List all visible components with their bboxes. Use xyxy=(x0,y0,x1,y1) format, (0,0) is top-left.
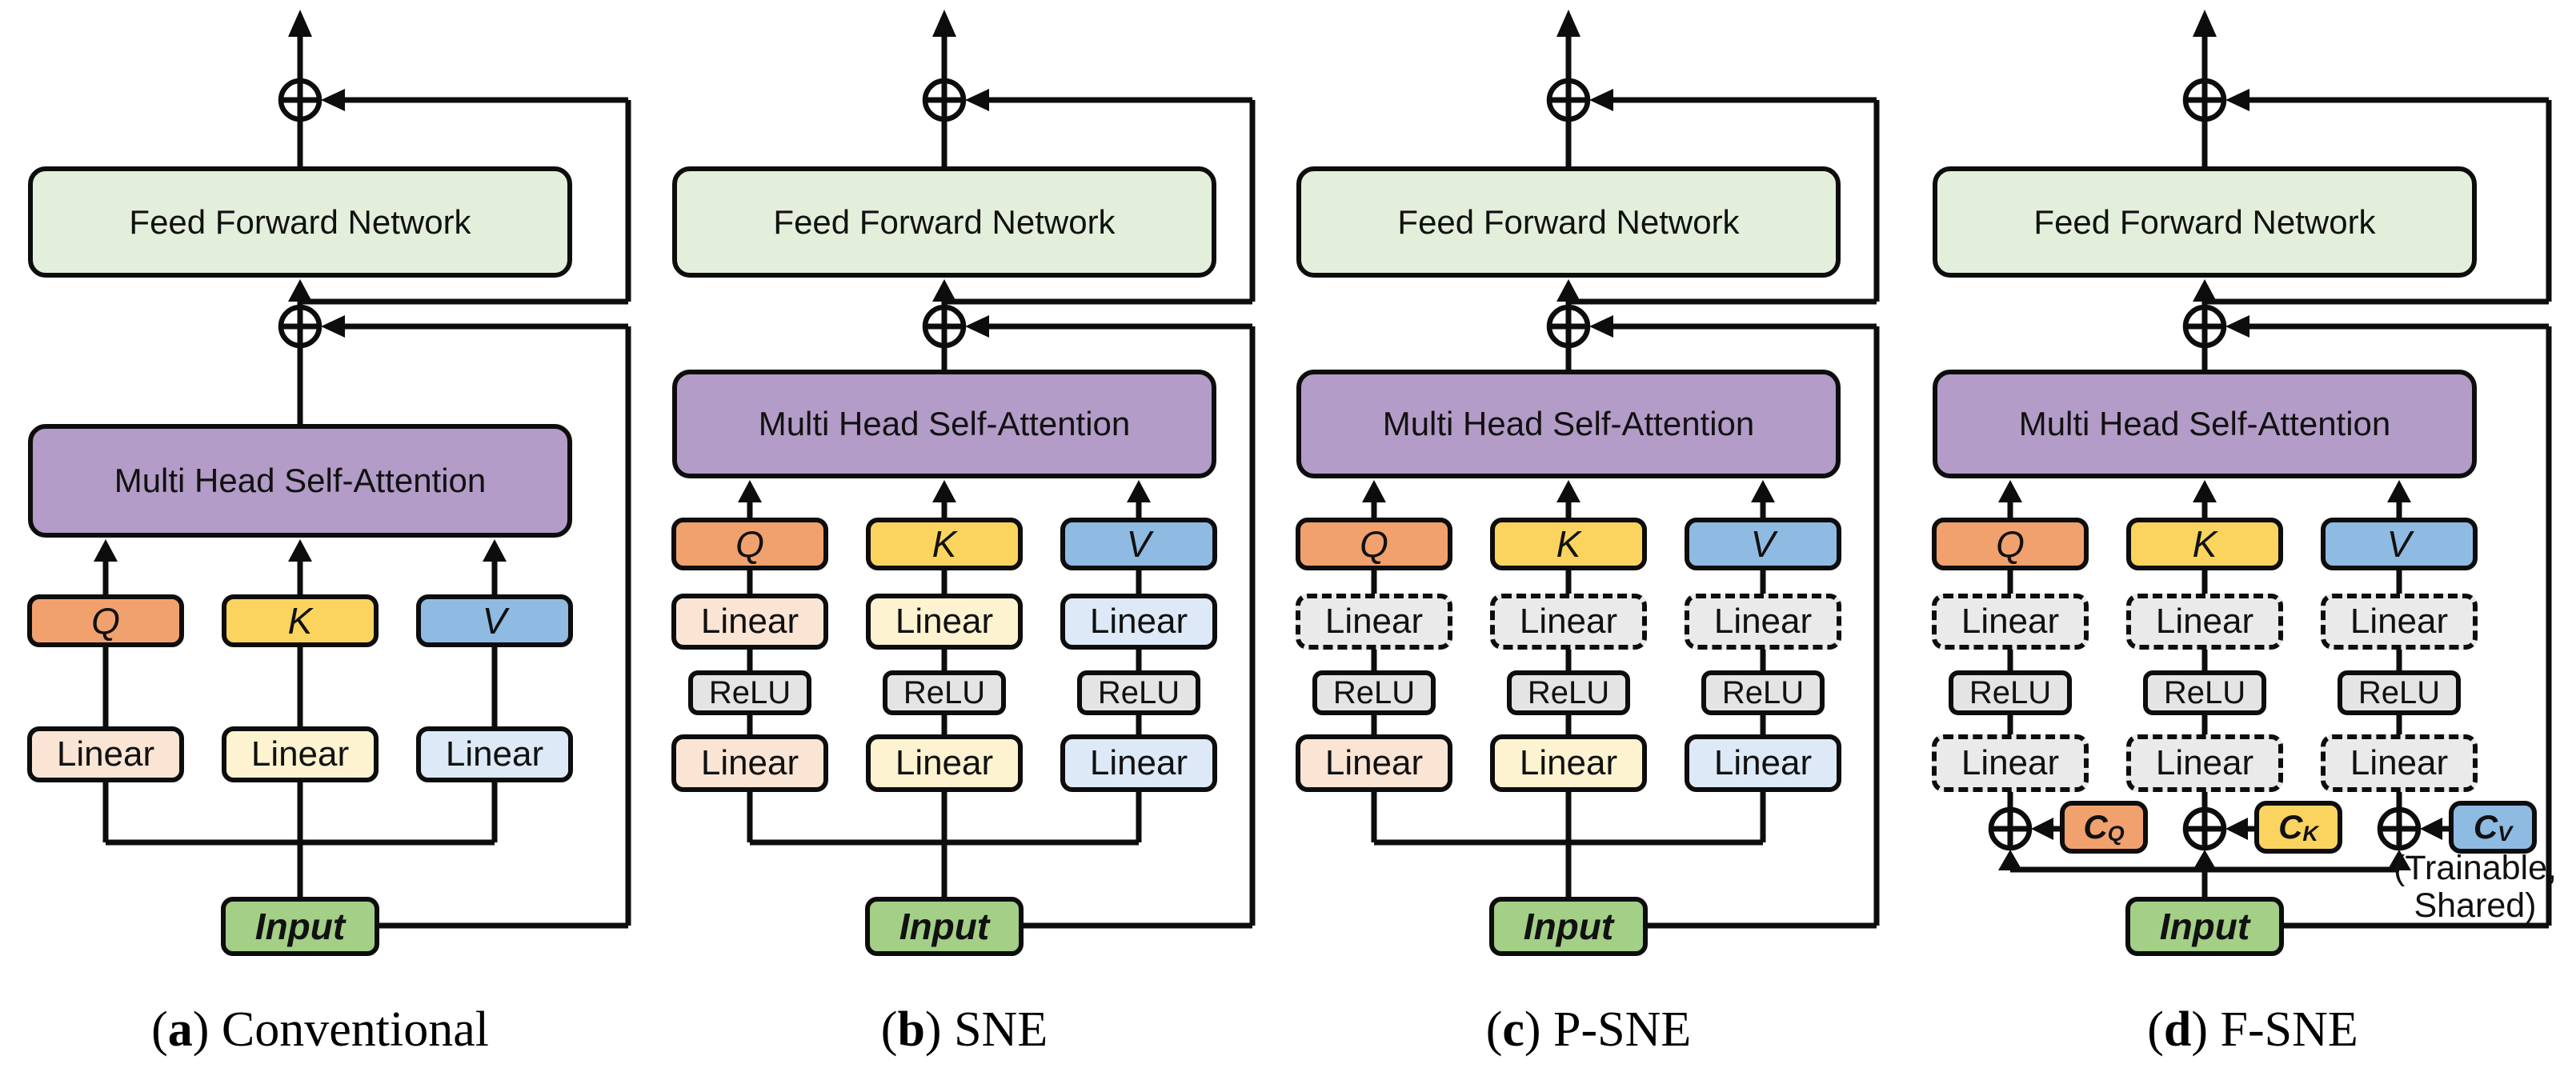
ffn-box-d: Feed Forward Network xyxy=(1933,166,2477,278)
add-icon xyxy=(2182,806,2227,851)
k-box-a: K xyxy=(222,594,379,647)
mhsa-box-b: Multi Head Self-Attention xyxy=(672,370,1216,478)
relu-q-b: ReLU xyxy=(688,670,811,715)
add-icon xyxy=(2377,806,2422,851)
ck-label: C xyxy=(2278,808,2303,846)
mhsa-box-c: Multi Head Self-Attention xyxy=(1296,370,1841,478)
linear2-q-d: Linear xyxy=(1932,734,2089,792)
wires-panel-a xyxy=(94,10,631,929)
input-box-a: Input xyxy=(221,897,379,956)
wires-panel-b xyxy=(738,10,1256,929)
relu-v-c: ReLU xyxy=(1701,670,1825,715)
add-icon xyxy=(1546,304,1591,349)
add-icon xyxy=(922,304,967,349)
linear2-q-b: Linear xyxy=(671,734,828,792)
linear1-v-b: Linear xyxy=(1060,594,1217,650)
v-box-b: V xyxy=(1060,518,1217,570)
cv-label: C xyxy=(2473,808,2498,846)
mhsa-box-d: Multi Head Self-Attention xyxy=(1933,370,2477,478)
ffn-box-b: Feed Forward Network xyxy=(672,166,1216,278)
linear1-k-d: Linear xyxy=(2126,594,2283,650)
linear1-k-c: Linear xyxy=(1490,594,1647,650)
v-box-a: V xyxy=(416,594,573,647)
linear2-k-d: Linear xyxy=(2126,734,2283,792)
linear2-q-c: Linear xyxy=(1296,734,1452,792)
cv-sub: V xyxy=(2498,821,2513,846)
caption-b: (b) SNE xyxy=(880,1002,1048,1057)
ffn-box-a: Feed Forward Network xyxy=(28,166,572,278)
add-icon xyxy=(278,304,323,349)
add-icon xyxy=(1546,78,1591,122)
add-icon xyxy=(278,78,323,122)
caption-c: (c) P-SNE xyxy=(1485,1002,1692,1057)
q-box-d: Q xyxy=(1932,518,2089,570)
caption-a: (a) Conventional xyxy=(151,1002,489,1057)
linear-q-a: Linear xyxy=(27,726,184,782)
linear-k-a: Linear xyxy=(222,726,379,782)
relu-k-c: ReLU xyxy=(1507,670,1630,715)
input-box-c: Input xyxy=(1489,897,1648,956)
q-box-c: Q xyxy=(1296,518,1452,570)
k-box-d: K xyxy=(2126,518,2283,570)
wires-panel-d xyxy=(1988,10,2552,929)
add-icon xyxy=(2182,78,2227,122)
linear-v-a: Linear xyxy=(416,726,573,782)
wires-panel-c xyxy=(1362,10,1880,929)
relu-v-d: ReLU xyxy=(2338,670,2461,715)
linear1-q-b: Linear xyxy=(671,594,828,650)
cq-label: C xyxy=(2083,808,2108,846)
ffn-box-c: Feed Forward Network xyxy=(1296,166,1841,278)
k-box-b: K xyxy=(866,518,1023,570)
linear1-v-d: Linear xyxy=(2321,594,2478,650)
add-icon xyxy=(922,78,967,122)
q-box-a: Q xyxy=(27,594,184,647)
relu-q-c: ReLU xyxy=(1312,670,1436,715)
linear2-v-c: Linear xyxy=(1685,734,1841,792)
linear2-k-c: Linear xyxy=(1490,734,1647,792)
add-icon xyxy=(1988,806,2033,851)
linear1-q-c: Linear xyxy=(1296,594,1452,650)
linear1-k-b: Linear xyxy=(866,594,1023,650)
ck-sub: K xyxy=(2302,821,2318,846)
mhsa-box-a: Multi Head Self-Attention xyxy=(28,424,572,538)
v-box-d: V xyxy=(2321,518,2478,570)
relu-k-b: ReLU xyxy=(883,670,1006,715)
cq-sub: Q xyxy=(2107,821,2125,846)
linear2-k-b: Linear xyxy=(866,734,1023,792)
q-box-b: Q xyxy=(671,518,828,570)
relu-v-b: ReLU xyxy=(1077,670,1200,715)
v-box-c: V xyxy=(1685,518,1841,570)
trainable-shared-note: (Trainable,Shared) xyxy=(2394,849,2557,925)
linear1-v-c: Linear xyxy=(1685,594,1841,650)
relu-k-d: ReLU xyxy=(2143,670,2266,715)
k-box-c: K xyxy=(1490,518,1647,570)
add-icon xyxy=(2182,304,2227,349)
relu-q-d: ReLU xyxy=(1949,670,2072,715)
linear1-q-d: Linear xyxy=(1932,594,2089,650)
input-box-d: Input xyxy=(2125,897,2284,956)
caption-d: (d) F-SNE xyxy=(2147,1002,2358,1057)
linear2-v-d: Linear xyxy=(2321,734,2478,792)
linear2-v-b: Linear xyxy=(1060,734,1217,792)
input-box-b: Input xyxy=(865,897,1024,956)
